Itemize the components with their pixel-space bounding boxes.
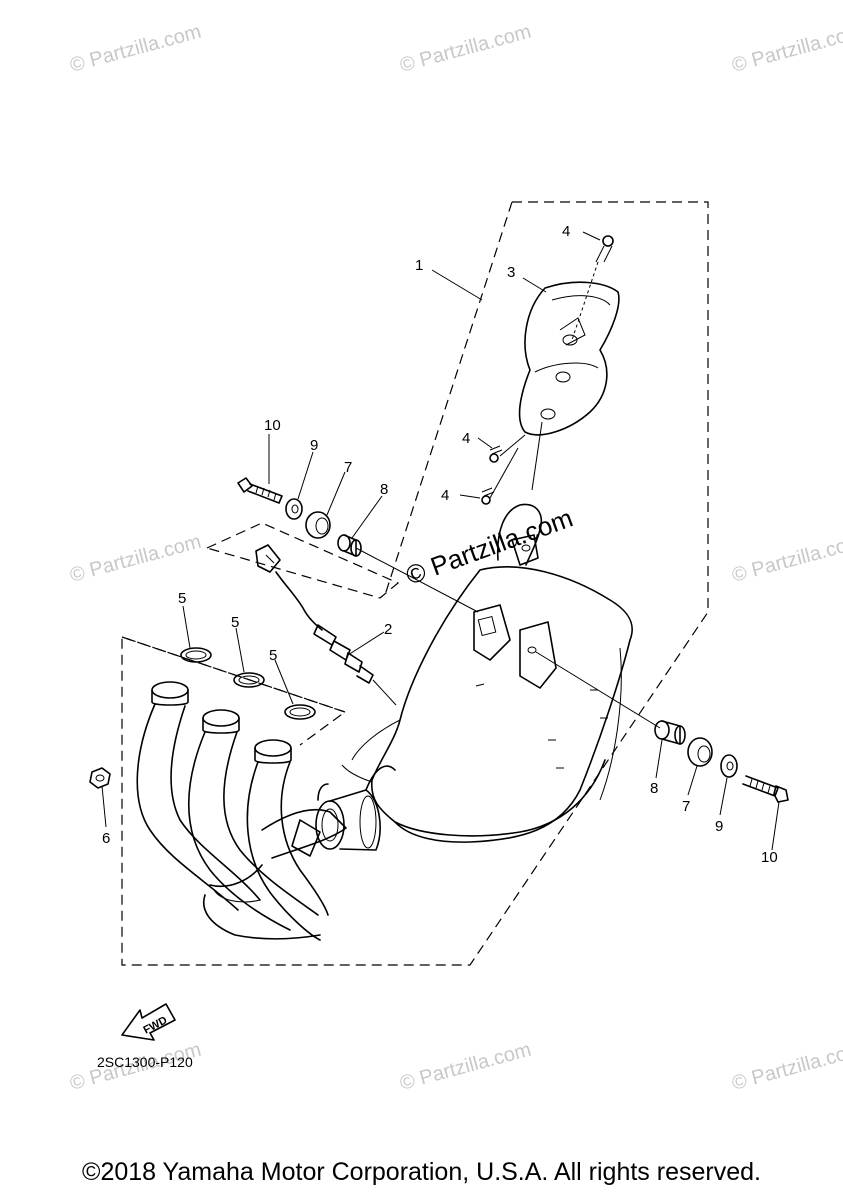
callout-4-mid: 4 — [462, 430, 470, 447]
watermark-top-right: © Partzilla.com — [730, 21, 843, 77]
screw-top — [571, 235, 614, 341]
watermark-top-left: © Partzilla.com — [68, 21, 204, 77]
screw-low — [481, 487, 495, 505]
washer-left — [285, 498, 303, 520]
callout-4-top: 4 — [562, 223, 570, 240]
collar-right — [654, 720, 686, 745]
watermark-center: © Partzilla.com — [402, 503, 577, 591]
callout-1: 1 — [415, 257, 423, 274]
watermark-mid-right: © Partzilla.com — [730, 531, 843, 587]
callout-5-b: 5 — [231, 614, 239, 631]
callout-3: 3 — [507, 264, 515, 281]
exhaust-header-pipes — [136, 681, 396, 941]
watermark-top-center: © Partzilla.com — [398, 21, 534, 77]
callout-7-left: 7 — [344, 459, 352, 476]
muffler-assembly-outline-left — [384, 201, 513, 596]
screw-mid — [489, 445, 503, 463]
callout-4-low: 4 — [441, 487, 449, 504]
grommet-right — [687, 737, 713, 767]
callout-leaders — [101, 231, 780, 851]
callout-5-c: 5 — [269, 647, 277, 664]
bolt-left — [237, 477, 283, 504]
callout-10-left: 10 — [264, 417, 281, 434]
callout-10-right: 10 — [761, 849, 778, 866]
diagram-code: 2SC1300-P120 — [97, 1054, 193, 1070]
washer-right — [720, 754, 738, 778]
callout-7-right: 7 — [682, 798, 690, 815]
watermark-bottom-right: © Partzilla.com — [730, 1039, 843, 1095]
gasket-3 — [284, 704, 316, 720]
callout-5-a: 5 — [178, 590, 186, 607]
gasket-2 — [233, 672, 265, 688]
collar-left — [337, 534, 362, 557]
gasket-outline — [121, 636, 347, 746]
copyright-notice: ©2018 Yamaha Motor Corporation, U.S.A. A… — [82, 1158, 761, 1186]
muffler-assembly-outline — [121, 201, 709, 966]
callout-8-right: 8 — [650, 780, 658, 797]
bolt-right — [742, 775, 789, 803]
grommet-left — [305, 511, 331, 539]
gasket-1 — [180, 647, 212, 663]
heat-protector — [518, 281, 620, 436]
callout-numbers: 1 3 4 4 4 10 9 7 8 2 5 5 5 6 8 7 9 10 — [102, 223, 778, 866]
sensor-outline — [206, 522, 400, 599]
watermark-mid-left: © Partzilla.com — [68, 531, 204, 587]
callout-2: 2 — [384, 621, 392, 638]
fwd-label: FWD — [142, 1014, 170, 1036]
callout-9-right: 9 — [715, 818, 723, 835]
callout-9-left: 9 — [310, 437, 318, 454]
watermark-layer: © Partzilla.com © Partzilla.com © Partzi… — [68, 21, 843, 1095]
oxygen-sensor — [255, 544, 397, 706]
watermark-bottom-center: © Partzilla.com — [398, 1039, 534, 1095]
callout-6: 6 — [102, 830, 110, 847]
assembly-axis-lines — [355, 421, 661, 729]
forward-arrow-icon: FWD — [121, 1003, 176, 1041]
nut — [89, 767, 111, 789]
muffler — [341, 503, 634, 843]
callout-8-left: 8 — [380, 481, 388, 498]
assembly-outlines — [121, 201, 709, 966]
